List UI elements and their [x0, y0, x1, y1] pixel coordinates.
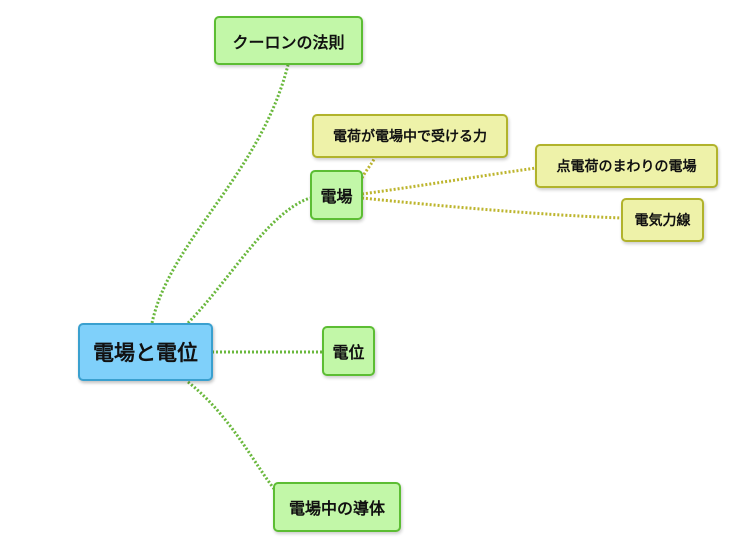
root-node-label: 電場と電位: [93, 341, 198, 365]
node-electric-field-label: 電場: [320, 187, 353, 206]
node-force-on-charge[interactable]: 電荷が電場中で受ける力: [312, 114, 508, 158]
link-field-point-charge: [361, 166, 537, 196]
link-field-force: [360, 156, 377, 179]
node-field-around-point-charge[interactable]: 点電荷のまわりの電場: [535, 144, 718, 188]
link-root-coulomb: [150, 64, 290, 324]
node-field-around-point-charge-label: 点電荷のまわりの電場: [556, 159, 697, 175]
node-electric-potential[interactable]: 電位: [322, 326, 375, 376]
node-force-on-charge-label: 電荷が電場中で受ける力: [333, 129, 487, 145]
node-conductor-in-field[interactable]: 電場中の導体: [273, 482, 401, 532]
node-electric-potential-label: 電位: [332, 343, 365, 362]
node-coulombs-law[interactable]: クーロンの法則: [214, 16, 363, 65]
node-conductor-in-field-label: 電場中の導体: [288, 499, 385, 518]
node-coulombs-law-label: クーロンの法則: [232, 32, 345, 52]
root-node-electric-field-and-potential[interactable]: 電場と電位: [78, 323, 213, 381]
node-field-lines-label: 電気力線: [634, 213, 691, 229]
node-electric-field[interactable]: 電場: [310, 170, 363, 220]
node-field-lines[interactable]: 電気力線: [621, 198, 704, 242]
link-root-conductor: [187, 380, 277, 491]
link-field-field-lines: [361, 196, 623, 220]
